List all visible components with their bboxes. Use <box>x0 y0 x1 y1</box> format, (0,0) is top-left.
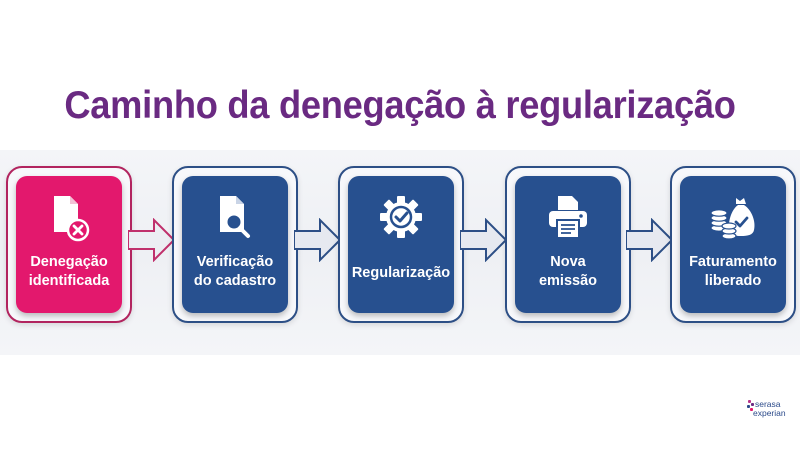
step-regularizacao: Regularização <box>338 166 464 323</box>
step-verificacao-do-cadastro: Verificação do cadastro <box>172 166 298 323</box>
logo-dot-icon <box>747 405 750 408</box>
step-label: Verificação do cadastro <box>193 254 277 289</box>
step-faturamento-liberado: Faturamento liberado <box>670 166 796 323</box>
step-card: Regularização <box>348 176 454 313</box>
gear-check-icon <box>376 192 426 244</box>
step-label: Faturamento liberado <box>689 254 777 289</box>
logo-text-experian: experian <box>753 408 786 418</box>
serasa-experian-logo: serasa experian <box>746 398 796 422</box>
logo-text-serasa: serasa <box>755 399 781 409</box>
logo-dot-icon <box>751 403 754 406</box>
step-label: Regularização <box>351 265 451 281</box>
arrow-right-icon <box>626 218 674 262</box>
step-label: Denegação identificada <box>28 254 110 289</box>
step-card: Faturamento liberado <box>680 176 786 313</box>
arrow-right-icon <box>128 218 176 262</box>
document-search-icon <box>210 192 260 244</box>
arrow-right-icon <box>460 218 508 262</box>
step-label: Nova emissão <box>538 254 598 289</box>
arrow-right-icon <box>294 218 342 262</box>
money-bag-coins-icon <box>708 192 758 244</box>
step-denegacao-identificada: Denegação identificada <box>6 166 132 323</box>
step-nova-emissao: Nova emissão <box>505 166 631 323</box>
printer-icon <box>543 192 593 244</box>
logo-dot-icon <box>750 408 753 411</box>
logo-dot-icon <box>748 400 751 403</box>
step-card: Denegação identificada <box>16 176 122 313</box>
step-card: Verificação do cadastro <box>182 176 288 313</box>
page-title: Caminho da denegação à regularização <box>64 84 736 127</box>
step-card: Nova emissão <box>515 176 621 313</box>
document-x-icon <box>44 192 94 244</box>
